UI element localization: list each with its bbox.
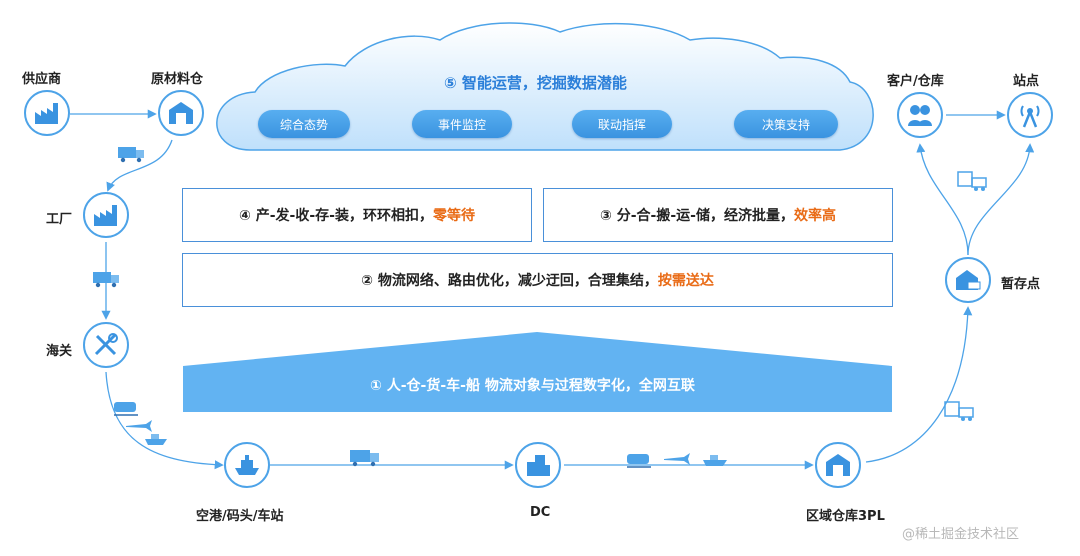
antenna-icon: [1020, 105, 1040, 128]
ship-icon: [235, 455, 259, 475]
truck-icon: [350, 450, 379, 467]
principle-4-highlight: 零等待: [432, 208, 475, 224]
node-port: [224, 442, 270, 488]
base-band: [183, 332, 892, 412]
label-regional: 区域仓库3PL: [806, 509, 885, 524]
plane-icon: [126, 420, 152, 432]
house-truck-icon: [956, 270, 981, 290]
principle-box-3: ③ 分-合-搬-运-储，经济批量，效率高: [543, 188, 893, 242]
node-station: [1007, 92, 1053, 138]
node-customer: [897, 92, 943, 138]
watermark: @稀土掘金技术社区: [902, 527, 1020, 542]
principle-box-2: ② 物流网络、路由优化，减少迂回，合理集结，按需送达: [182, 253, 893, 307]
building-icon: [527, 455, 550, 476]
pill-decision: 决策支持: [734, 110, 838, 138]
ship-icon: [145, 434, 167, 445]
label-port: 空港/码头/车站: [196, 509, 284, 524]
box-truck-icon: [944, 401, 974, 421]
node-supplier: [24, 90, 70, 136]
link-temp-station: [967, 143, 1035, 256]
label-temp: 暂存点: [1001, 277, 1041, 292]
truck-icon: [118, 147, 144, 163]
principle-3-highlight: 效率高: [793, 208, 836, 224]
pill-command: 联动指挥: [572, 110, 672, 138]
link-raw-factory: [106, 139, 173, 192]
node-temp: [945, 257, 991, 303]
pill-monitoring: 事件监控: [412, 110, 512, 138]
warehouse-icon: [169, 102, 193, 124]
base-title: ① 人-仓-货-车-船 物流对象与过程数字化，全网互联: [370, 378, 695, 394]
train-icon: [114, 402, 138, 416]
label-supplier: 供应商: [22, 72, 62, 87]
node-dc: [515, 442, 561, 488]
principle-3-text: ③ 分-合-搬-运-储，经济批量，: [600, 208, 794, 224]
train-icon: [627, 454, 651, 468]
factory-icon: [94, 205, 117, 226]
plane-icon: [664, 453, 690, 465]
factory-icon: [35, 103, 58, 124]
link-regional-temp: [865, 306, 973, 463]
node-regional: [815, 442, 861, 488]
people-icon: [908, 105, 932, 126]
label-station: 站点: [1013, 74, 1040, 89]
label-factory: 工厂: [46, 212, 73, 227]
cloud-shape: [216, 22, 874, 151]
link-customs-port: [105, 371, 224, 470]
ship-icon: [703, 455, 727, 466]
label-raw-warehouse: 原材料仓: [151, 72, 204, 87]
box-truck-icon: [957, 171, 987, 191]
node-raw-warehouse: [158, 90, 204, 136]
principle-4-text: ④ 产-发-收-存-装，环环相扣，: [239, 208, 433, 224]
tools-icon: [94, 333, 118, 356]
pill-overview: 综合态势: [258, 110, 350, 138]
warehouse-icon: [826, 454, 850, 476]
node-customs: [83, 322, 129, 368]
principle-2-text: ② 物流网络、路由优化，减少迂回，合理集结，: [361, 273, 658, 289]
principle-box-4: ④ 产-发-收-存-装，环环相扣，零等待: [182, 188, 532, 242]
label-dc: DC: [530, 505, 551, 520]
node-factory: [83, 192, 129, 238]
truck-icon: [93, 272, 119, 288]
label-customer: 客户/仓库: [887, 74, 944, 89]
link-temp-customer: [916, 143, 969, 256]
principle-2-highlight: 按需送达: [657, 273, 714, 289]
label-customs: 海关: [46, 344, 73, 359]
cloud-title: ⑤ 智能运营，挖掘数据潜能: [444, 74, 627, 92]
